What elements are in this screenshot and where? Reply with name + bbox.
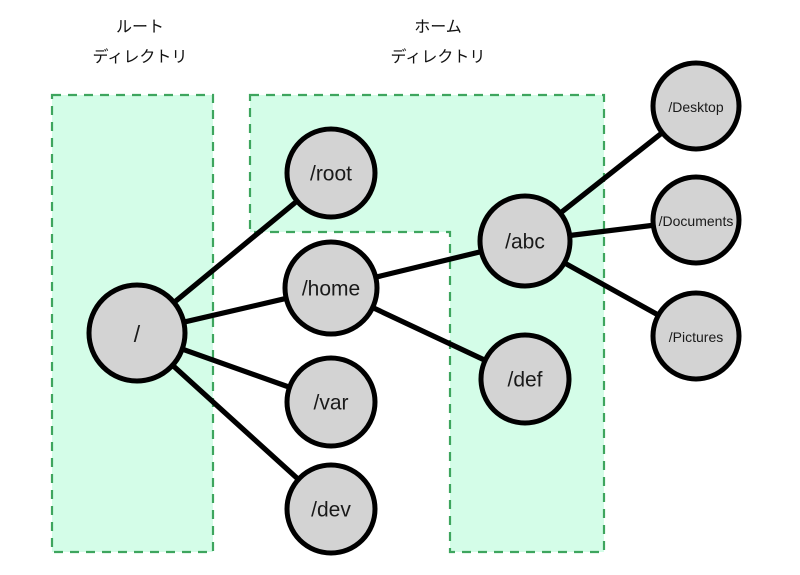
node-documents-label: /Documents [659,213,734,229]
node-pictures-circle[interactable] [650,290,742,382]
node-pictures-label: /Pictures [669,329,723,345]
edge-root-to-home [178,295,292,326]
node-var[interactable]: /var [284,355,378,449]
edges-layer [167,128,668,485]
node-documents[interactable]: /Documents [650,174,742,266]
node-desktop-circle[interactable] [650,60,742,152]
edge-home-to-def [367,303,491,365]
home-directory-caption-line2: ディレクトリ [391,47,486,66]
node-var-circle[interactable] [284,355,378,449]
root-directory-caption-line1: ルート [116,19,164,36]
root-directory-caption-line2: ディレクトリ [93,47,188,66]
node-abc[interactable]: /abc [477,193,573,289]
node-home-circle[interactable] [282,239,380,337]
node-root-dir-circle[interactable] [284,126,378,220]
nodes-layer: / /root/home/var/dev/abc/def/Desktop/Docu… [86,60,742,556]
home-directory-caption-line1: ホーム [414,19,462,36]
node-dev[interactable]: /dev [284,462,378,556]
node-abc-label: /abc [505,231,545,254]
edge-root-to-var [176,345,295,391]
node-desktop[interactable]: /Desktop [650,60,742,152]
node-root-label: / [134,321,141,347]
node-root[interactable]: / [86,282,188,384]
node-var-label: /var [313,392,348,415]
node-def-circle[interactable] [478,332,572,426]
node-desktop-label: /Desktop [668,99,723,115]
node-home[interactable]: /home [282,239,380,337]
node-dev-circle[interactable] [284,462,378,556]
node-abc-circle[interactable] [477,193,573,289]
node-root-circle[interactable] [86,282,188,384]
node-documents-circle[interactable] [650,174,742,266]
edge-root-to-dev [167,360,304,485]
edge-abc-to-desktop [555,128,668,218]
node-def[interactable]: /def [478,332,572,426]
edge-abc-to-pictures [559,258,664,320]
edge-home-to-abc [370,248,487,281]
node-pictures[interactable]: /Pictures [650,290,742,382]
node-root-dir[interactable]: /root [284,126,378,220]
node-dev-label: /dev [311,499,351,522]
edge-abc-to-documents [564,222,659,239]
node-def-label: /def [507,369,542,392]
node-home-label: /home [302,278,360,301]
edge-root-to-root-dir [169,196,302,307]
node-root-dir-label: /root [310,163,352,186]
